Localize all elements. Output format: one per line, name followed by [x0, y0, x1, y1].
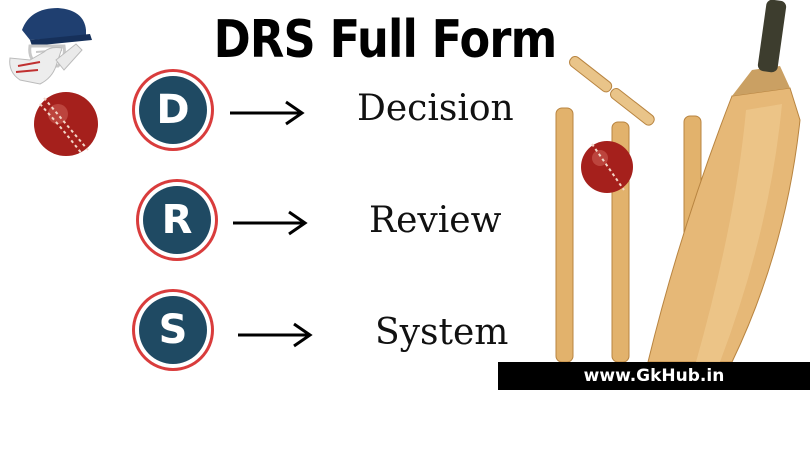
acronym-word: System — [375, 312, 509, 353]
badge-letter: D — [156, 87, 190, 133]
website-url: www.GkHub.in — [583, 366, 725, 386]
acronym-row-review: R Review — [0, 178, 560, 268]
page-title: DRS Full Form — [213, 10, 558, 70]
badge-letter: S — [158, 307, 188, 353]
arrow-right-icon — [238, 322, 313, 348]
bat-stumps-ball-illustration — [555, 0, 801, 363]
acronym-word: Review — [369, 200, 502, 241]
website-banner: www.GkHub.in — [498, 362, 810, 390]
badge-letter: R — [161, 197, 193, 243]
scalloped-badge-icon — [136, 179, 218, 261]
letter-badge-r: R — [135, 178, 219, 262]
letter-badge-d: D — [131, 68, 215, 152]
scalloped-badge-icon — [132, 289, 214, 371]
acronym-word: Decision — [357, 88, 514, 129]
batsman-helmet-ball-illustration — [9, 8, 98, 156]
acronym-row-system: S System — [0, 288, 560, 378]
scalloped-badge-icon — [132, 69, 214, 151]
arrow-right-icon — [233, 210, 308, 236]
arrow-right-icon — [230, 100, 305, 126]
letter-badge-s: S — [131, 288, 215, 372]
acronym-row-decision: D Decision — [0, 68, 560, 158]
